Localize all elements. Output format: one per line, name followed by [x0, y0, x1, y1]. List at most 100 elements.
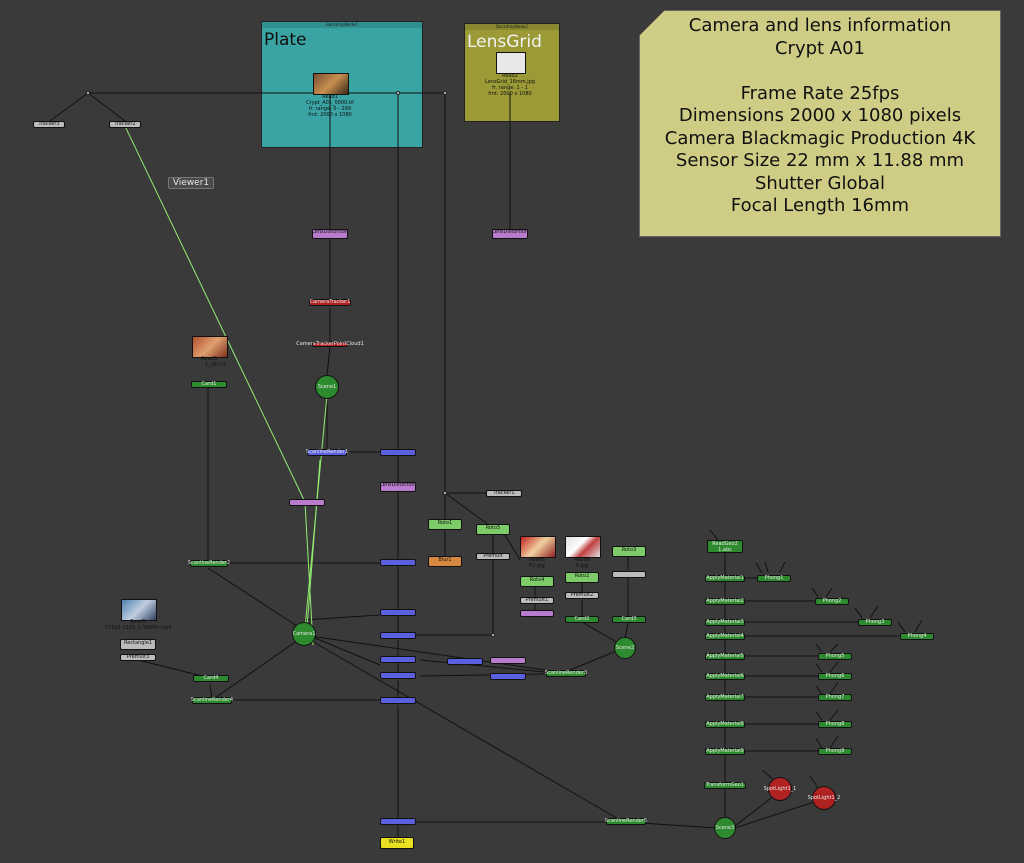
- lensdistortion3-node[interactable]: [380, 482, 416, 492]
- premult-node[interactable]: [476, 553, 510, 560]
- phong1-node[interactable]: [757, 575, 791, 582]
- blue-node[interactable]: [490, 673, 526, 680]
- dot[interactable]: [396, 91, 400, 95]
- blue-node[interactable]: [380, 559, 416, 566]
- phong6-node[interactable]: [818, 673, 852, 680]
- scene2-node[interactable]: [614, 637, 636, 659]
- premult1-node[interactable]: [520, 597, 554, 604]
- scanlinerender3-label: ScanlineRender3: [544, 670, 588, 676]
- applymaterial4-node[interactable]: [705, 633, 745, 640]
- premult2-node[interactable]: [565, 592, 599, 599]
- card3-node[interactable]: [612, 616, 646, 623]
- phong1-label: Phong1: [764, 575, 784, 581]
- applymaterial3-node[interactable]: [705, 619, 745, 626]
- camera1-node[interactable]: [292, 622, 316, 646]
- purple-node[interactable]: [490, 657, 526, 664]
- sticky-note[interactable]: Camera and lens information Crypt A01 Fr…: [639, 10, 1001, 237]
- blue-node[interactable]: [380, 697, 416, 704]
- blue-node[interactable]: [380, 656, 416, 663]
- blue-node[interactable]: [380, 632, 416, 639]
- applymaterial2-node[interactable]: [705, 598, 745, 605]
- applymaterial5-node[interactable]: [705, 653, 745, 660]
- rectangle1-label: Rectangle1: [123, 640, 153, 646]
- roto5-node[interactable]: [476, 524, 510, 535]
- blur1-node[interactable]: [428, 556, 462, 567]
- read6-thumbnail[interactable]: [520, 536, 556, 558]
- scanlinerender1-node[interactable]: [307, 449, 347, 456]
- tracker2-node[interactable]: [109, 121, 141, 128]
- pointcloud-label: CameraTrackerPointCloud1: [296, 341, 364, 347]
- phong2-node[interactable]: [815, 598, 849, 605]
- phong5-node[interactable]: [818, 653, 852, 660]
- lensdistortion1-node[interactable]: [312, 229, 348, 239]
- phong8-node[interactable]: [818, 721, 852, 728]
- backdrop-lensgrid[interactable]: BackdropNode2 LensGrid: [464, 23, 560, 122]
- card4-node[interactable]: [193, 675, 229, 682]
- applymaterial7-node[interactable]: [705, 694, 745, 701]
- blue-node[interactable]: [447, 658, 483, 665]
- blue-node[interactable]: [380, 449, 416, 456]
- read5-thumbnail[interactable]: [121, 599, 157, 621]
- viewer-node[interactable]: Viewer1: [168, 177, 214, 189]
- read1-thumbnail[interactable]: [313, 73, 349, 95]
- scene3-node[interactable]: [714, 817, 736, 839]
- backdrop-plate[interactable]: BackdropNode1 Plate: [261, 21, 423, 148]
- scanlinerender4-node[interactable]: [192, 697, 232, 704]
- tracker3-node[interactable]: [33, 121, 65, 128]
- phong3-node[interactable]: [858, 619, 892, 626]
- applymaterial9-node[interactable]: [705, 748, 745, 755]
- read1-format: fmt: 2000 x 1080: [308, 112, 352, 118]
- applymaterial1-node[interactable]: [705, 575, 745, 582]
- purple-node[interactable]: [520, 610, 554, 617]
- tracker3-label: Tracker3: [38, 121, 60, 127]
- roto4-node[interactable]: [520, 576, 554, 587]
- roto3-node[interactable]: [612, 546, 646, 557]
- read2-thumbnail[interactable]: [496, 52, 526, 74]
- premult-node[interactable]: [612, 571, 646, 578]
- phong9-node[interactable]: [818, 748, 852, 755]
- pointcloud-node[interactable]: [312, 342, 348, 347]
- read3-thumbnail[interactable]: [192, 336, 228, 358]
- tracker1-node[interactable]: [486, 490, 522, 497]
- dot[interactable]: [443, 91, 447, 95]
- write1-node[interactable]: [380, 837, 414, 849]
- blue-node[interactable]: [380, 609, 416, 616]
- purple-node[interactable]: [289, 499, 325, 506]
- readgeo2-node[interactable]: [707, 540, 743, 553]
- phong7-node[interactable]: [818, 694, 852, 701]
- rectangle1-node[interactable]: [120, 639, 156, 650]
- premult1-label: Premult1: [525, 597, 549, 603]
- tracker2-label: Tracker2: [114, 121, 136, 127]
- dot[interactable]: [443, 491, 447, 495]
- read3-file: 1_16).tif: [204, 362, 226, 368]
- scanlinerender5-node[interactable]: [606, 818, 646, 825]
- read8-file: 8.jpg: [575, 563, 589, 569]
- sticky-line: Camera and lens information: [688, 15, 952, 36]
- roto2-node[interactable]: [565, 572, 599, 583]
- scanlinerender1-label: ScanlineRender1: [305, 449, 349, 455]
- lensdistortion2-node[interactable]: [492, 229, 528, 239]
- phong4-node[interactable]: [900, 633, 934, 640]
- applymaterial8-node[interactable]: [705, 721, 745, 728]
- dot[interactable]: [86, 91, 90, 95]
- scanlinerender2-node[interactable]: [190, 560, 228, 567]
- spotlight1-node[interactable]: [768, 777, 792, 801]
- dot[interactable]: [491, 633, 495, 637]
- cameratracker1-node[interactable]: [309, 299, 351, 306]
- card2-node[interactable]: [565, 616, 599, 623]
- spotlight2-node[interactable]: [812, 786, 836, 810]
- card1-node[interactable]: [191, 381, 227, 388]
- roto2-label: Roto2: [574, 573, 590, 579]
- scanlinerender3-node[interactable]: [546, 670, 586, 677]
- applymaterial6-node[interactable]: [705, 673, 745, 680]
- read8-thumbnail[interactable]: [565, 536, 601, 558]
- scene1-node[interactable]: [315, 375, 339, 399]
- transformgeo1-node[interactable]: [704, 782, 746, 789]
- card2-label: Card2: [574, 616, 590, 622]
- scanlinerender5-label: ScanlineRender5: [604, 818, 648, 824]
- blue-node[interactable]: [380, 672, 416, 679]
- blue-node[interactable]: [380, 818, 416, 825]
- roto1-node[interactable]: [428, 519, 462, 530]
- premult3-node[interactable]: [120, 654, 156, 661]
